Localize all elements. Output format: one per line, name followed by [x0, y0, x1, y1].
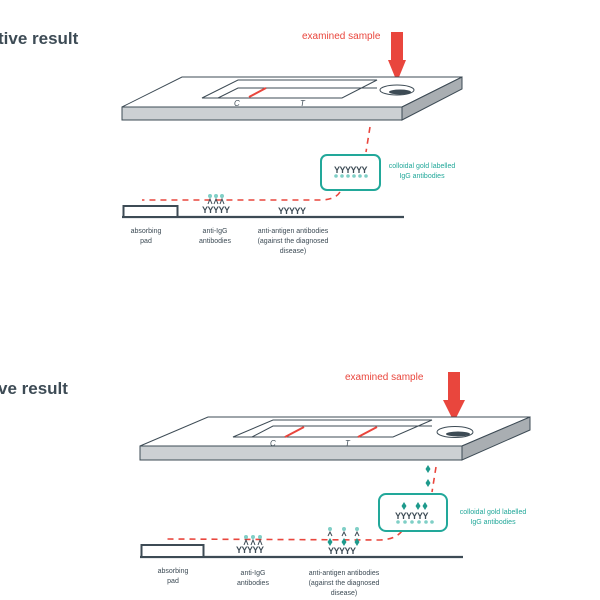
gold-label: IgG antibodies [470, 519, 516, 526]
anti-igg-label: anti-IgG [203, 228, 228, 235]
anti-antigen-label: (against the diagnosed [309, 580, 380, 587]
control-label: C [270, 439, 276, 448]
anti-antigen-label: disease) [280, 248, 306, 255]
anti-igg-antibodies: YYYYY [202, 205, 230, 215]
sample-arrow-icon [388, 32, 406, 82]
test-line [357, 426, 378, 438]
anti-antigen-label: anti-antigen antibodies [258, 228, 329, 235]
anti-igg-label: antibodies [237, 580, 269, 587]
gold-conjugate-box [320, 154, 381, 191]
gold-label: IgG antibodies [399, 173, 445, 180]
pad-label: absorbing [158, 568, 189, 575]
control-line [284, 426, 305, 438]
control-label: C [234, 99, 240, 108]
test-cassette: C T [139, 416, 531, 461]
absorbing-pad [122, 205, 179, 218]
panel-positive: ve result examined sample C T YYYYYY col… [0, 372, 531, 597]
panel-title: tive result [0, 29, 79, 48]
result-window [232, 419, 433, 438]
anti-antigen-label: anti-antigen antibodies [309, 570, 380, 577]
panel-negative: tive result examined sample C T YYYYYY c… [0, 29, 463, 255]
anti-antigen-antibodies: YYYYY [328, 546, 356, 556]
pad-label: absorbing [131, 228, 162, 235]
anti-antigen-label: (against the diagnosed [258, 238, 329, 245]
flow-path [142, 191, 341, 201]
gold-label: colloidal gold labelled [389, 163, 456, 170]
test-cassette: C T [121, 76, 463, 121]
gold-antibodies: YYYYYY [334, 165, 368, 175]
test-label: T [345, 439, 351, 448]
pad-label: pad [167, 578, 179, 585]
anti-igg-antibodies: YYYYY [236, 545, 264, 555]
examined-sample-label: examined sample [345, 372, 424, 383]
gold-label: colloidal gold labelled [460, 509, 527, 516]
anti-igg-label: anti-IgG [241, 570, 266, 577]
gold-conjugate-box [378, 493, 448, 532]
anti-antigen-label: disease) [331, 590, 357, 597]
sample-arrow-icon [443, 372, 465, 422]
absorbing-pad [140, 544, 205, 558]
examined-sample-label: examined sample [302, 31, 381, 42]
pad-label: pad [140, 238, 152, 245]
panel-title: ve result [0, 379, 68, 398]
flow-path [365, 126, 371, 153]
flow-path [431, 466, 437, 493]
gold-antibodies: YYYYYY [395, 511, 429, 521]
control-line [248, 87, 267, 98]
anti-igg-label: antibodies [199, 238, 231, 245]
anti-antigen-antibodies: YYYYY [278, 206, 306, 216]
flow-path [166, 530, 403, 541]
result-window [201, 79, 378, 99]
test-label: T [300, 99, 306, 108]
